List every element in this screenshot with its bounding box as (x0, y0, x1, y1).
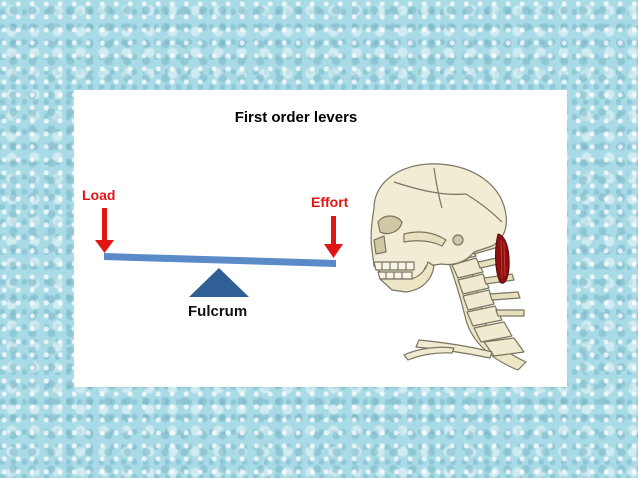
effort-label: Effort (311, 194, 349, 210)
diagram-slide: First order levers Load Effort Fulcrum (74, 90, 567, 387)
effort-arrow (324, 216, 343, 258)
lever-beam (104, 253, 336, 267)
diagram-title: First order levers (234, 109, 358, 126)
fulcrum-triangle (189, 268, 249, 297)
fulcrum-label: Fulcrum (188, 303, 248, 320)
lever-diagram-graphic (95, 163, 527, 371)
load-arrow (95, 208, 114, 253)
neck-muscle (495, 233, 510, 284)
load-label: Load (82, 187, 116, 203)
